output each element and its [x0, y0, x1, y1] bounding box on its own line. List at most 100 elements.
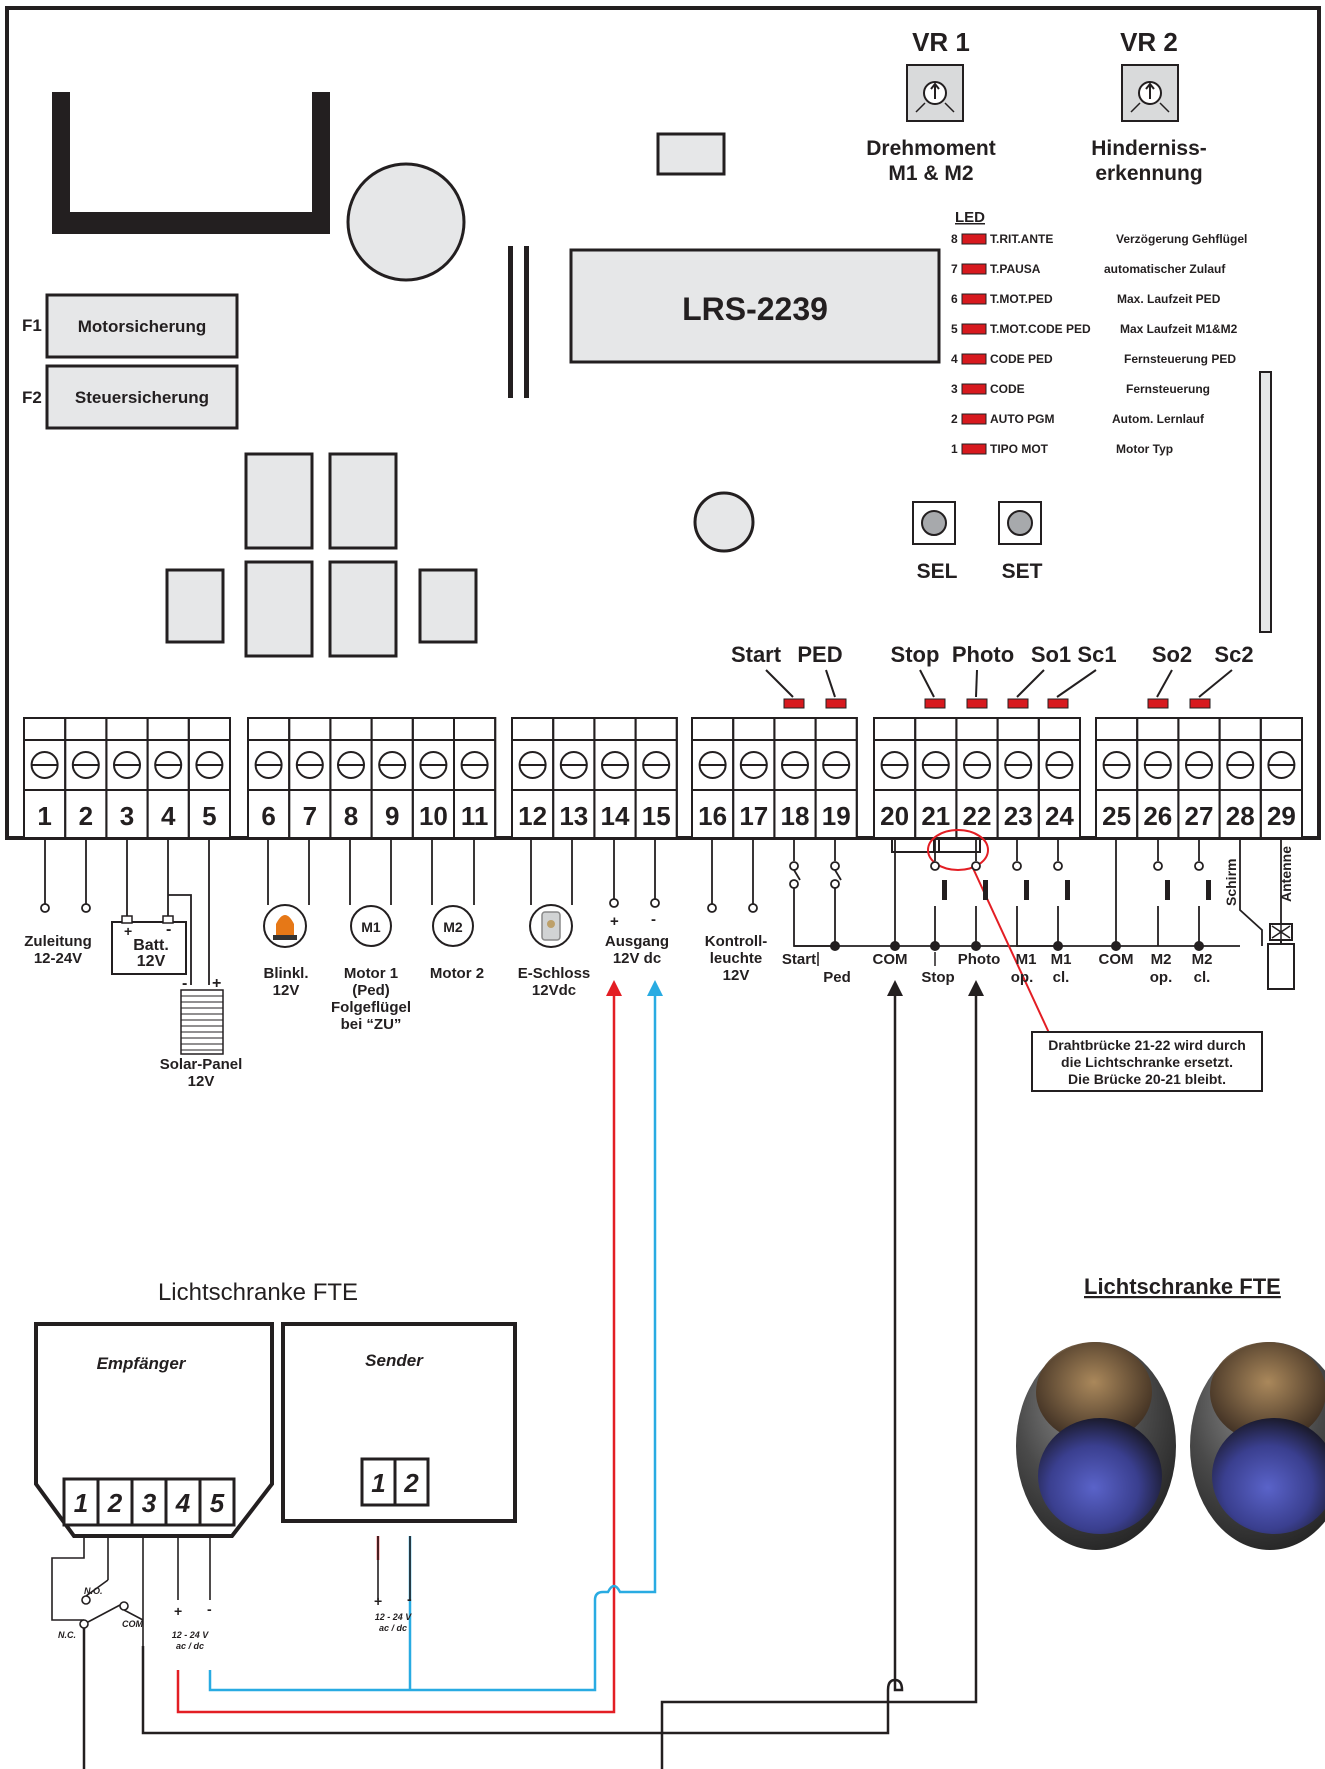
indicator-l1: Kontroll- [705, 933, 767, 950]
motor2-symbol: M2 [443, 919, 463, 935]
fuse-f1-label: Motorsicherung [78, 317, 206, 336]
battery-l1: Batt. [133, 937, 169, 954]
output-l1: Ausgang [605, 933, 669, 950]
component-small [656, 132, 726, 176]
photocell-terminal[interactable] [360, 1457, 397, 1507]
terminal-number: 19 [822, 801, 851, 831]
wiring-stop: Stop [921, 969, 954, 986]
rx-supply-l1: 12 - 24 V [172, 1630, 210, 1640]
terminal-number: 1 [37, 801, 51, 831]
vr2-line1: Hinderniss- [1091, 137, 1207, 160]
photocell-photo [1016, 1342, 1325, 1550]
input-led-ped: PED [797, 642, 842, 667]
blue-wire [208, 990, 657, 1692]
wire-bridge-20-21 [891, 837, 940, 853]
rx-plus: + [174, 1603, 182, 1619]
component-bar [508, 246, 513, 398]
photocell-terminal-number: 3 [142, 1488, 157, 1518]
photocell-terminal[interactable] [393, 1457, 430, 1507]
wiring-photo: Photo [958, 951, 1001, 968]
terminal-divider [330, 739, 372, 791]
photocell-terminal-number: 4 [175, 1488, 191, 1518]
led-code: T.MOT.CODE PED [990, 322, 1091, 336]
input-led-leaders [765, 669, 1233, 698]
terminal-number: 27 [1185, 801, 1214, 831]
terminal-divider [997, 739, 1039, 791]
buzzer [693, 491, 755, 553]
photocell-terminal[interactable] [198, 1477, 236, 1527]
terminal-number: 25 [1102, 801, 1131, 831]
fuse-f2-box [45, 364, 239, 430]
terminal-divider [371, 739, 413, 791]
terminal-number: 4 [161, 801, 176, 831]
led-description: Autom. Lernlauf [1112, 412, 1205, 426]
motor1-l2: (Ped) [352, 982, 390, 999]
led-description: Max Laufzeit M1&M2 [1120, 322, 1238, 336]
transformer-shape [52, 92, 330, 234]
terminal-cell[interactable] [634, 717, 678, 839]
terminal-number: 28 [1226, 801, 1255, 831]
led-indicator [961, 383, 987, 395]
note-line-1: Drahtbrücke 21-22 wird durch [1048, 1037, 1246, 1053]
schirm-label: Schirm [1223, 859, 1239, 906]
terminal-number: 29 [1267, 801, 1296, 831]
wiring-m2cl-l2: cl. [1194, 969, 1211, 986]
vr1-line1: Drehmoment [866, 137, 996, 160]
terminal-divider [1260, 739, 1302, 791]
led-number: 2 [951, 412, 958, 426]
input-led-start: Start [731, 642, 782, 667]
terminal-divider [147, 739, 189, 791]
switch-contacts [789, 861, 1204, 889]
wiring-com: COM [873, 951, 908, 968]
antenne-label: Antenne [1278, 846, 1294, 902]
fuse-f2-label: Steuersicherung [75, 388, 209, 407]
terminal-number: 21 [921, 801, 950, 831]
terminal-divider [774, 739, 816, 791]
vr2-line2: erkennung [1095, 162, 1202, 185]
black-wire-com [141, 990, 904, 1735]
nc-contacts [942, 880, 1211, 900]
photocell-terminal[interactable] [96, 1477, 134, 1527]
terminal-divider [692, 739, 734, 791]
terminal-divider [1038, 739, 1080, 791]
relay-group [165, 452, 478, 658]
led-number: 4 [951, 352, 958, 366]
photocell-terminal-number: 1 [74, 1488, 88, 1518]
led-number: 3 [951, 382, 958, 396]
terminal-divider [874, 739, 916, 791]
tx-plus: + [374, 1593, 382, 1609]
terminal-number: 8 [344, 801, 358, 831]
input-led-photo: Photo [952, 642, 1014, 667]
set-button-knob[interactable] [1007, 510, 1033, 536]
board-model: LRS-2239 [682, 291, 828, 327]
module-box [569, 248, 941, 364]
terminal-divider [733, 739, 775, 791]
motor1-l1: Motor 1 [344, 965, 398, 982]
vr2-pointer [1145, 82, 1155, 99]
component-bar [524, 246, 529, 398]
sel-button-knob[interactable] [921, 510, 947, 536]
terminal-number: 7 [303, 801, 317, 831]
terminal-divider [412, 739, 454, 791]
wiring-m2op-l1: M2 [1151, 951, 1172, 968]
solar-plus: + [212, 975, 221, 992]
terminal-number: 15 [642, 801, 671, 831]
terminal-number: 13 [559, 801, 588, 831]
terminal-divider [248, 739, 290, 791]
antenna-connector [1267, 943, 1295, 990]
led-code: CODE [990, 382, 1025, 396]
rx-minus: - [207, 1601, 212, 1617]
led-code: CODE PED [990, 352, 1053, 366]
vr1-title: VR 1 [912, 27, 970, 57]
led-description: Motor Typ [1116, 442, 1173, 456]
output-plus: + [610, 913, 619, 930]
terminal-cell[interactable] [814, 717, 858, 839]
terminal-cell[interactable] [1037, 717, 1082, 839]
terminal-divider [1096, 739, 1138, 791]
terminal-divider [956, 739, 998, 791]
led-description: Max. Laufzeit PED [1117, 292, 1221, 306]
note-box [1031, 1031, 1263, 1092]
output-minus: - [651, 911, 656, 928]
